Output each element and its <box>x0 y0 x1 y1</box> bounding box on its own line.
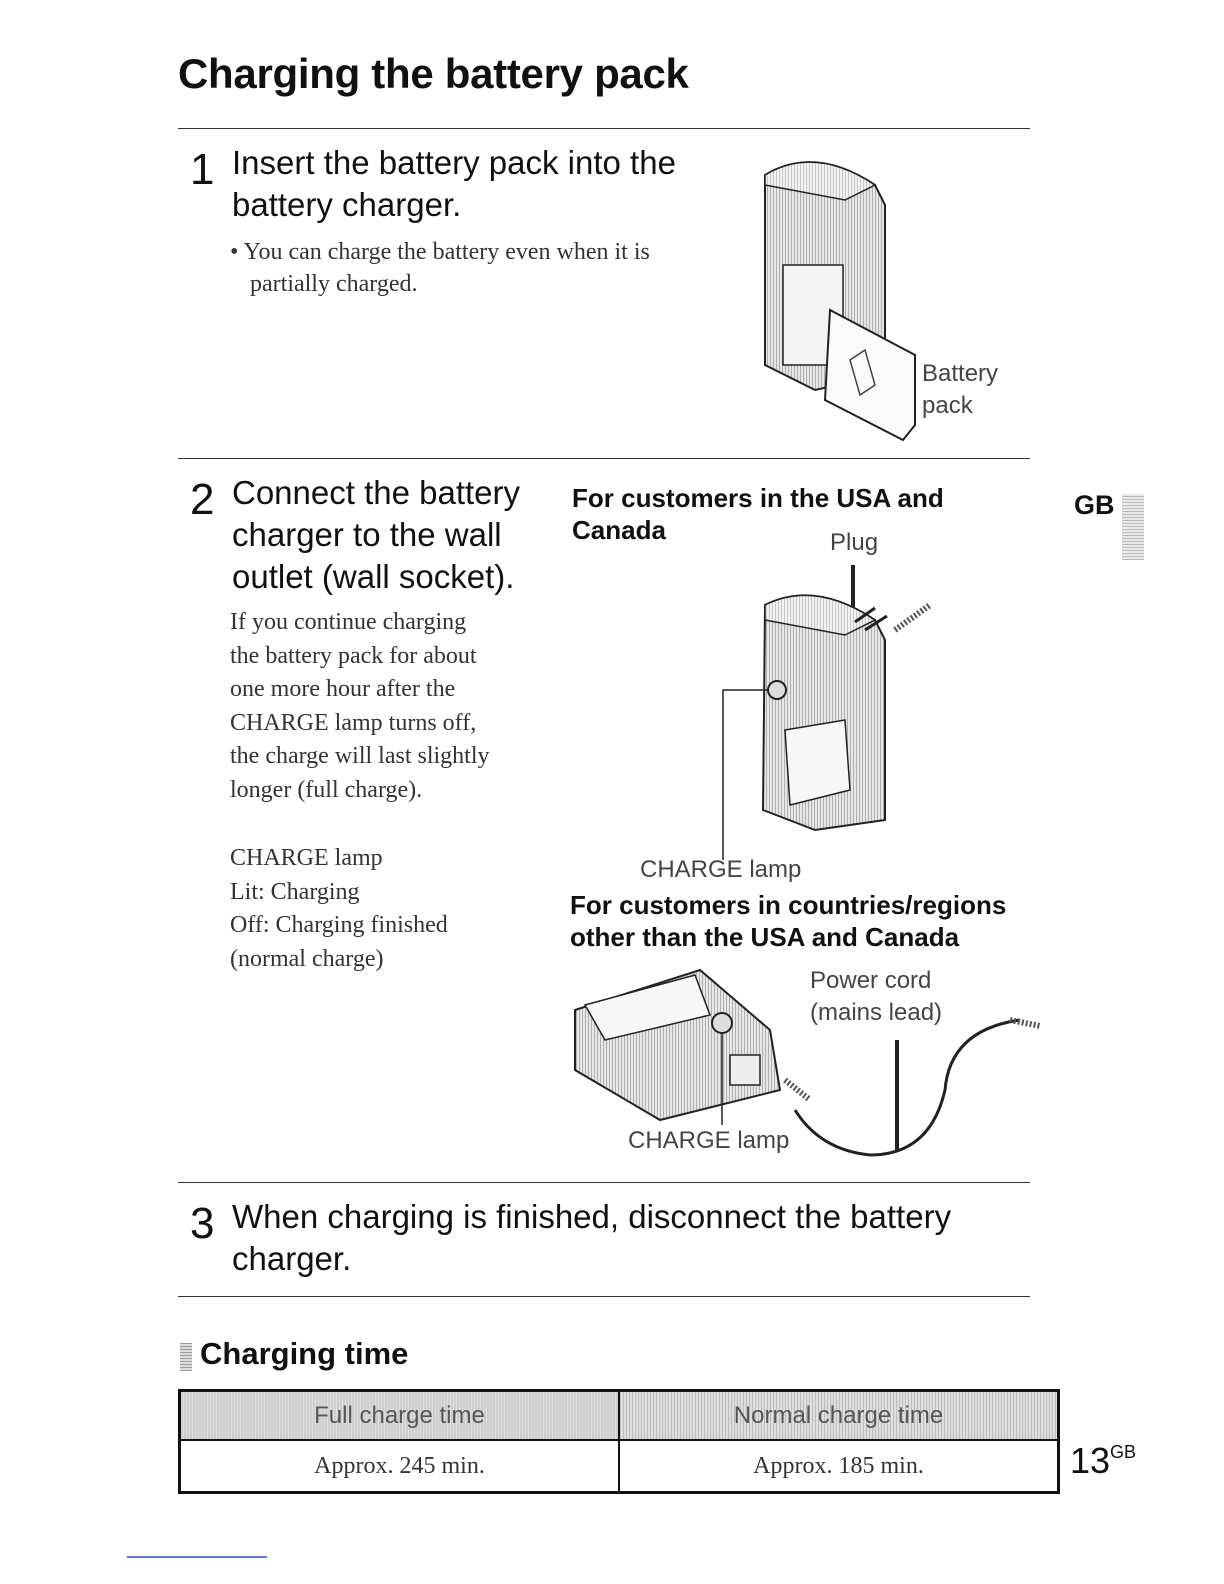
charging-time-title: Charging time <box>200 1336 409 1371</box>
other-regions-heading: For customers in countries/regions other… <box>570 890 1007 952</box>
plug-callout: Plug <box>830 529 879 556</box>
step-2-heading: Connect the battery charger to the wall … <box>232 474 521 595</box>
step-2-number: 2 <box>190 475 215 524</box>
charging-time-table: Full charge time Normal charge time Appr… <box>178 1389 1060 1494</box>
page-title: Charging the battery pack <box>178 50 689 97</box>
charge-lamp-legend: CHARGE lamp Lit: Charging Off: Charging … <box>230 845 448 972</box>
table-header-row: Full charge time Normal charge time <box>178 1389 1060 1441</box>
step-2-body: If you continue charging the battery pac… <box>230 609 490 803</box>
divider <box>178 1182 1030 1183</box>
section-marker <box>180 1343 192 1371</box>
power-cord-callout: Power cord (mains lead) <box>810 967 943 1026</box>
language-tab: GB <box>1074 490 1115 520</box>
footer-line <box>127 1556 267 1558</box>
table-cell: Approx. 245 min. <box>178 1439 620 1494</box>
step-3-number: 3 <box>190 1199 215 1248</box>
language-tab-marker <box>1122 494 1144 560</box>
step-1-number: 1 <box>190 145 215 194</box>
usa-charger-illustration <box>722 565 932 860</box>
divider <box>178 128 1030 129</box>
charge-lamp-callout-other: CHARGE lamp <box>628 1127 790 1154</box>
page-number: 13GB <box>1070 1440 1137 1481</box>
step-1-note: • You can charge the battery even when i… <box>230 239 650 297</box>
step-3-heading: When charging is finished, disconnect th… <box>232 1198 952 1277</box>
table-cell: Approx. 185 min. <box>618 1439 1060 1494</box>
divider <box>178 1296 1030 1297</box>
other-charger-illustration <box>574 968 1040 1157</box>
charge-lamp-callout-usa: CHARGE lamp <box>640 856 802 883</box>
table-header: Full charge time <box>178 1389 620 1441</box>
table-header: Normal charge time <box>618 1389 1060 1441</box>
table-row: Approx. 245 min. Approx. 185 min. <box>178 1439 1060 1494</box>
battery-pack-callout: Battery pack <box>922 360 999 419</box>
step-1-heading: Insert the battery pack into the battery… <box>232 144 676 223</box>
divider <box>178 458 1030 459</box>
charger-battery-illustration <box>764 161 916 442</box>
usa-canada-heading: For customers in the USA and Canada <box>572 483 944 545</box>
